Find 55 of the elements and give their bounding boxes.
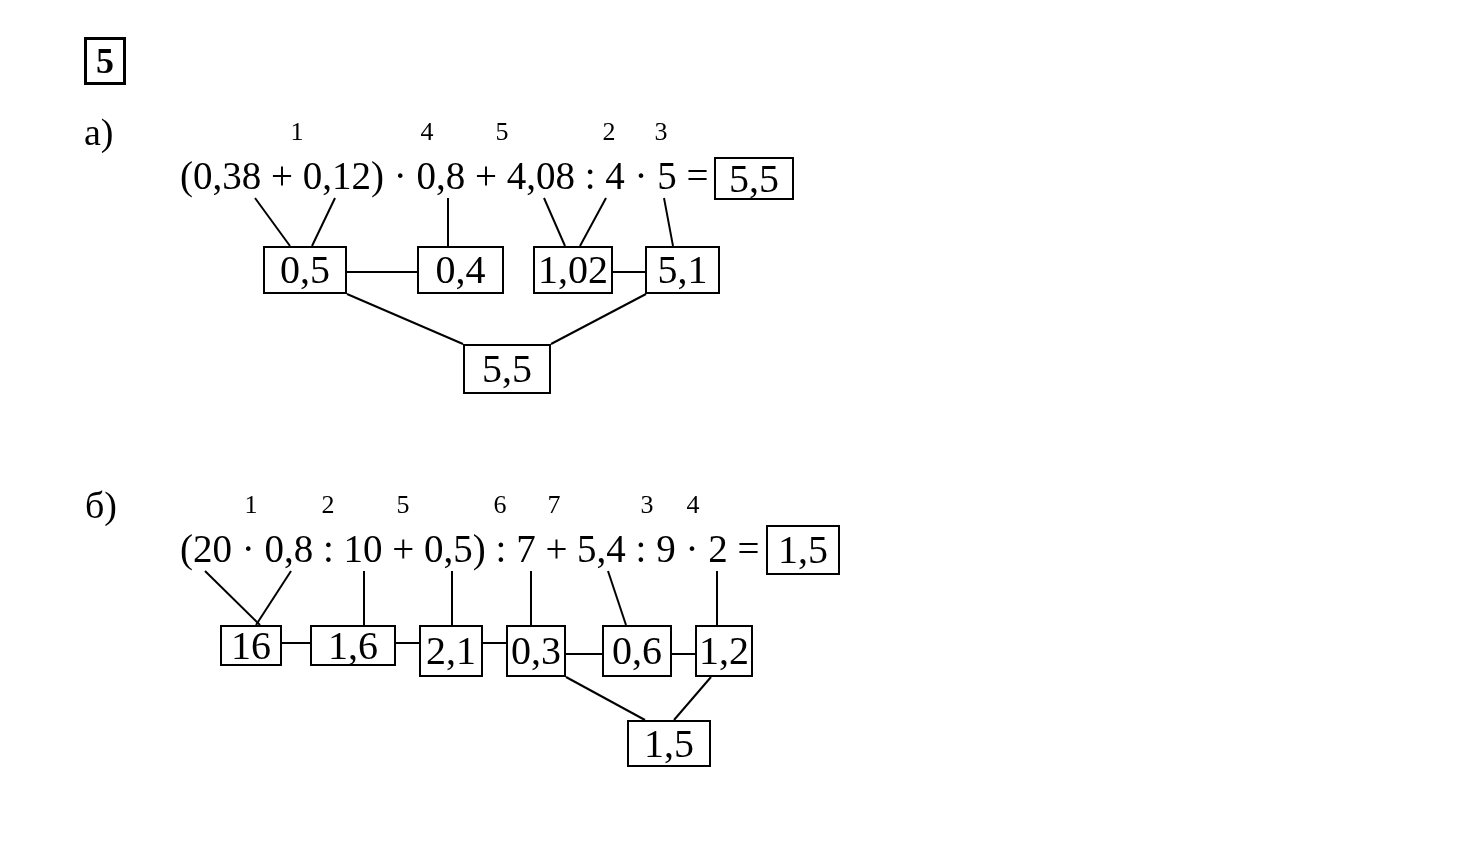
answer-box: 5,5: [714, 157, 794, 200]
result-box: 1,5: [627, 720, 711, 767]
result-box: 5,5: [463, 344, 551, 394]
answer-box: 1,5: [766, 525, 840, 575]
leader-line: [447, 197, 449, 247]
step-number: 3: [640, 492, 654, 518]
leader-line: [255, 570, 292, 626]
result-box: 16: [220, 625, 282, 666]
step-number: 2: [602, 119, 616, 145]
leader-line: [607, 570, 627, 626]
step-number: 5: [396, 492, 410, 518]
result-box: 0,3: [506, 625, 566, 677]
connector-line: [673, 676, 712, 721]
leader-line: [254, 197, 291, 247]
leader-line: [716, 570, 718, 626]
result-box: 1,2: [695, 625, 753, 677]
result-box: 0,5: [263, 246, 347, 294]
result-box: 1,02: [533, 246, 613, 294]
task-number: 5: [84, 37, 126, 85]
step-number: 6: [493, 492, 507, 518]
connector-line: [281, 642, 311, 644]
connector-line: [395, 642, 420, 644]
connector-line: [550, 293, 647, 345]
math-expression: (0,38 + 0,12) · 0,8 + 4,08 : 4 · 5 =: [180, 154, 709, 198]
part-label: б): [85, 486, 117, 524]
connector-line: [346, 271, 418, 273]
step-number: 1: [290, 119, 304, 145]
step-number: 7: [547, 492, 561, 518]
step-number: 4: [686, 492, 700, 518]
leader-line: [530, 570, 532, 626]
part-label: а): [84, 113, 114, 151]
step-number: 3: [654, 119, 668, 145]
connector-line: [482, 642, 507, 644]
step-number: 1: [244, 492, 258, 518]
result-box: 2,1: [419, 625, 483, 677]
step-number: 2: [321, 492, 335, 518]
leader-line: [451, 570, 453, 626]
leader-line: [204, 570, 261, 626]
leader-line: [311, 197, 336, 247]
connector-line: [346, 293, 464, 345]
connector-line: [565, 653, 603, 655]
result-box: 0,6: [602, 625, 672, 677]
leader-line: [363, 570, 365, 626]
result-box: 5,1: [645, 246, 720, 294]
step-number: 5: [495, 119, 509, 145]
math-expression: (20 · 0,8 : 10 + 0,5) : 7 + 5,4 : 9 · 2 =: [180, 527, 760, 571]
connector-line: [612, 271, 646, 273]
connector-line: [565, 676, 646, 721]
leader-line: [543, 197, 566, 247]
leader-line: [663, 197, 674, 247]
result-box: 1,6: [310, 625, 396, 666]
result-box: 0,4: [417, 246, 504, 294]
leader-line: [579, 197, 607, 247]
connector-line: [671, 653, 696, 655]
step-number: 4: [420, 119, 434, 145]
